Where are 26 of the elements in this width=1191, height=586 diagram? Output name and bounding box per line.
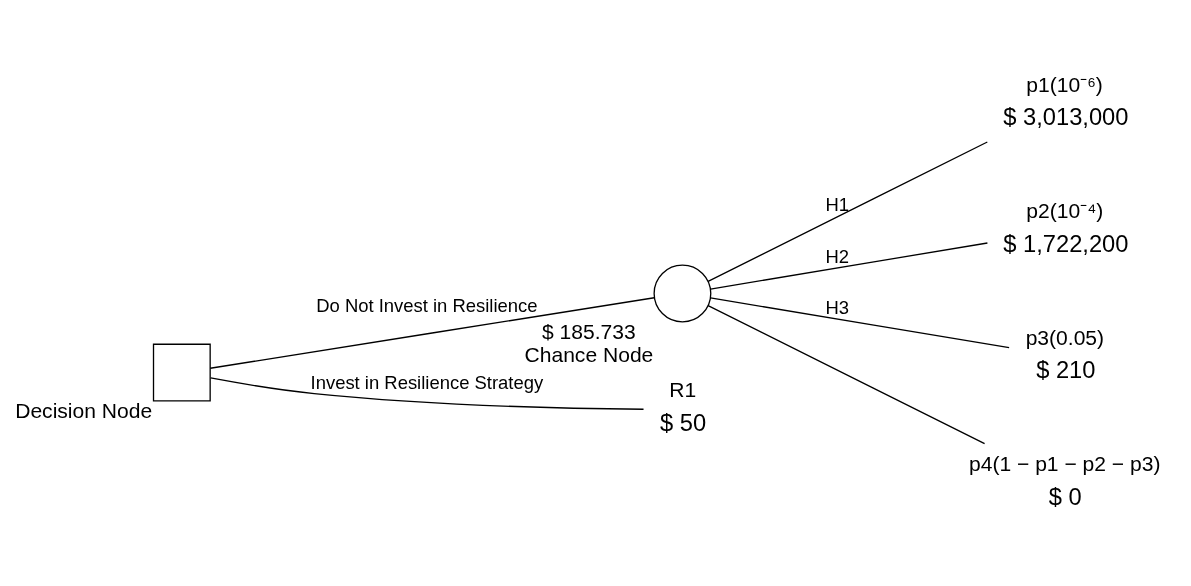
node-box: [152, 343, 211, 402]
node-text: $ 0: [1048, 483, 1082, 510]
connector: [707, 304, 986, 444]
connector: [709, 241, 989, 290]
node-label: R1: [669, 377, 697, 401]
connector: [209, 296, 655, 369]
edge-label: H1: [825, 193, 850, 215]
node-label: p1(10⁻⁶): [1026, 72, 1103, 96]
node-label: p2(10⁻⁴): [1026, 198, 1104, 222]
node-text: $ 1,722,200: [1003, 230, 1129, 257]
node-label: $ 185.733: [542, 319, 636, 343]
node-text: $ 3,013,000: [1003, 103, 1129, 130]
edge-label: H3: [825, 296, 850, 318]
node-text: $ 210: [1036, 356, 1096, 383]
node-text: $ 50: [660, 409, 707, 436]
node-label: p3(0.05): [1025, 325, 1105, 349]
edge-label: Do Not Invest in Resilience: [316, 294, 538, 316]
connector: [707, 140, 988, 282]
edge-label: H2: [825, 245, 850, 267]
node-circle: [653, 264, 712, 322]
node-label: Chance Node: [524, 342, 654, 366]
connector: [709, 296, 1010, 348]
edge-label: Invest in Resilience Strategy: [310, 371, 544, 393]
connector: [210, 376, 645, 410]
node-label: Decision Node: [15, 398, 153, 422]
node-label: p4(1 − p1 − p2 − p3): [968, 451, 1161, 475]
